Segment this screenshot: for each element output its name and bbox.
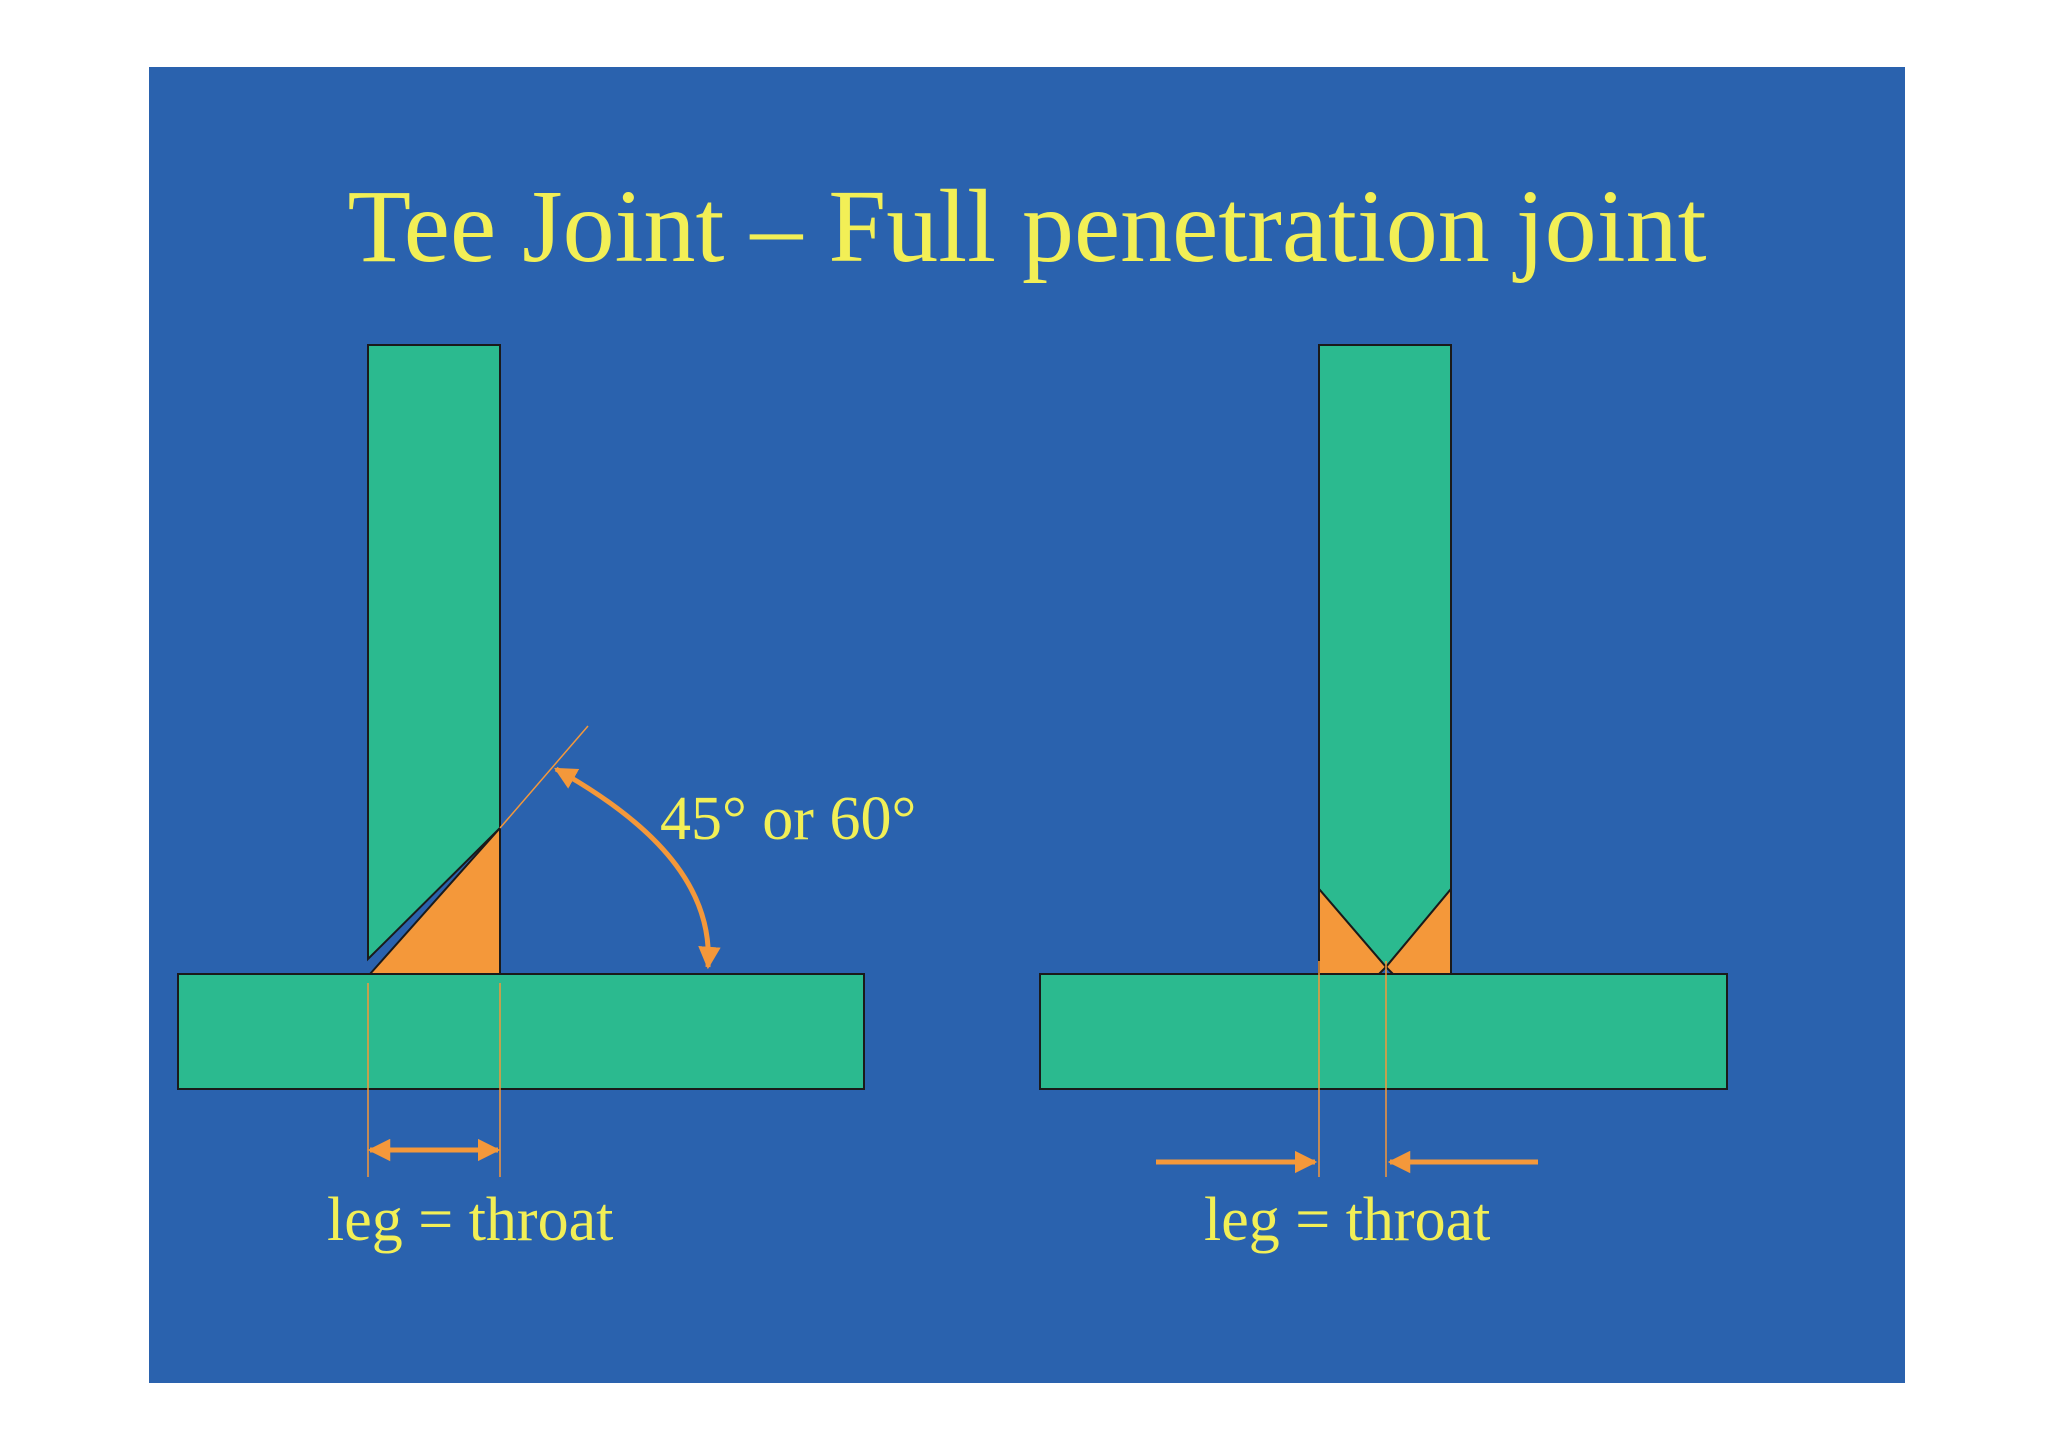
tee-joint-diagram: 45° or 60° leg = throat leg = throat xyxy=(177,344,1728,1254)
slide-title: Tee Joint – Full penetration joint xyxy=(347,169,1707,284)
left-weld-fill xyxy=(367,825,501,975)
bevel-angle-arc xyxy=(554,766,721,970)
left-tee-joint: 45° or 60° leg = throat xyxy=(177,344,916,1254)
right-weld-fill-left xyxy=(1318,886,1388,975)
slide: Tee Joint – Full penetration joint 45° o… xyxy=(149,67,1905,1383)
right-base-plate xyxy=(1039,973,1728,1090)
right-tee-joint: leg = throat xyxy=(1039,344,1728,1254)
left-leg-throat-label: leg = throat xyxy=(327,1186,613,1254)
left-base-plate xyxy=(177,973,865,1090)
bevel-reference-line xyxy=(499,725,589,829)
right-leg-throat-label: leg = throat xyxy=(1204,1186,1490,1254)
right-vertical-plate xyxy=(1318,344,1452,969)
angle-label: 45° or 60° xyxy=(660,785,916,853)
right-weld-fill-right xyxy=(1384,886,1452,975)
